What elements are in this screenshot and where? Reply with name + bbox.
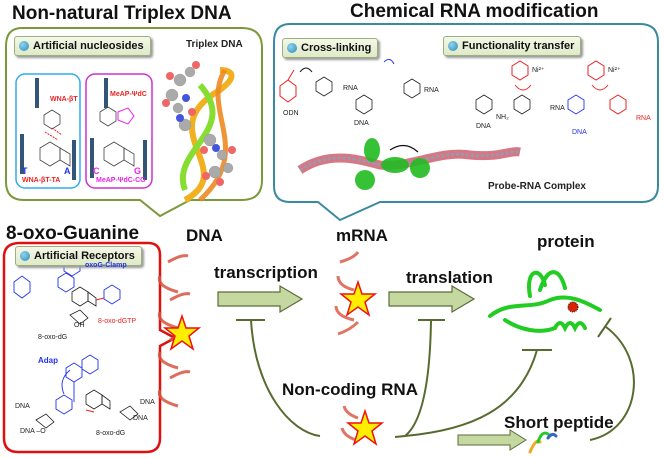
8-oxo-dg-label-1: 8-oxo-dG — [38, 334, 68, 341]
mrna-label: mRNA — [336, 226, 388, 245]
transcription-arrow — [217, 284, 304, 314]
8-oxo-dg-label-2: 8-oxo-dG — [96, 430, 126, 437]
nh2-label: NH₂ — [496, 114, 509, 121]
artificial-receptors-pill: Artificial Receptors — [15, 246, 142, 266]
ni-label-2: Ni²⁺ — [608, 67, 621, 74]
probe-rna-complex-model — [297, 138, 521, 190]
bullet-icon — [20, 251, 30, 261]
wna-bt-label: WNA-βT — [50, 96, 78, 103]
8-oxo-dgtp-label: 8-oxo-dGTP — [98, 318, 137, 325]
ni-label-1: Ni²⁺ — [532, 67, 545, 74]
dna-label-d: DNA — [133, 415, 148, 422]
rna-label-1: RNA — [343, 85, 358, 92]
short-peptide-label: Short peptide — [504, 413, 614, 432]
protein-label: protein — [537, 232, 595, 251]
noncoding-rna-label: Non-coding RNA — [282, 380, 418, 399]
dna-label-b: DNA –O — [20, 428, 46, 435]
rna-label-4: RNA — [636, 115, 651, 122]
oh-label: OH — [74, 322, 85, 329]
dna-label-3: DNA — [572, 129, 587, 136]
short-peptide-structure — [528, 431, 558, 454]
meap-cg-label: MeAP-ΨdC-CG — [96, 177, 146, 184]
protein-structure — [488, 270, 602, 333]
dna-label-c: DNA — [140, 399, 155, 406]
meap-box — [85, 73, 153, 189]
dna-damage-star — [162, 313, 202, 351]
wna-bt-ta-label: WNA-βT-TA — [22, 177, 61, 184]
triplex-panel-border — [5, 27, 263, 218]
inhibition-lines — [236, 317, 635, 441]
probe-rna-complex-label: Probe-RNA Complex — [488, 181, 586, 192]
rna-mod-title: Chemical RNA modification — [350, 1, 599, 22]
triplex-title: Non-natural Triplex DNA — [12, 3, 232, 24]
protein-damage-site — [567, 301, 579, 313]
wna-box — [15, 73, 81, 189]
dna-label-2: DNA — [476, 123, 491, 130]
base-t: T — [22, 166, 28, 176]
rna-label-3: RNA — [550, 105, 565, 112]
triplex-dna-label: Triplex DNA — [186, 39, 243, 50]
dna-label-1: DNA — [354, 120, 369, 127]
meap-label: MeAP-ΨdC — [110, 91, 147, 98]
mrna-damage-star — [338, 279, 378, 317]
mrna-helix — [334, 251, 360, 336]
adap-label: Adap — [38, 356, 58, 365]
dna-label: DNA — [186, 226, 223, 245]
base-g: G — [134, 166, 142, 176]
translation-label: translation — [406, 268, 493, 287]
dna-label-a: DNA — [15, 403, 30, 410]
base-c: C — [93, 166, 100, 176]
peptide-arrow — [457, 429, 527, 451]
functionality-transfer-pill: Functionality transfer — [443, 36, 582, 56]
noncoding-rna-helix — [340, 405, 359, 442]
noncoding-damage-star — [345, 408, 385, 446]
rna-panel-border — [273, 23, 659, 222]
cross-linking-pill: Cross-linking — [282, 38, 379, 58]
bullet-icon — [448, 41, 458, 51]
translation-arrow — [388, 284, 476, 314]
triplex-dna-model — [162, 61, 236, 203]
oxo-title: 8-oxo-Guanine — [6, 223, 140, 244]
odn-label: ODN — [283, 110, 299, 117]
rna-label-2: RNA — [424, 87, 439, 94]
transcription-label: transcription — [214, 263, 318, 282]
artificial-nucleosides-pill: Artificial nucleosides — [14, 36, 151, 56]
base-a: A — [64, 166, 71, 176]
bullet-icon — [287, 43, 297, 53]
oxo-panel-border — [2, 241, 178, 454]
oxog-clamp-label: oxoG-Clamp — [85, 262, 127, 269]
bullet-icon — [19, 41, 29, 51]
